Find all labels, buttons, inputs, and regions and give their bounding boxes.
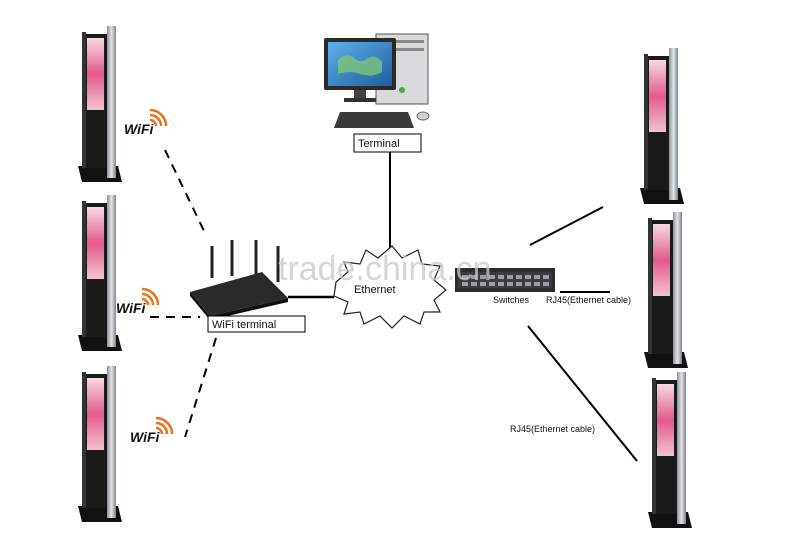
kiosk-left-1 [78,26,122,182]
terminal-label-box [353,133,422,153]
ethernet-label: Ethernet [354,284,396,296]
wifi-badge-2: WiFi [116,287,160,316]
kiosk-left-2 [78,195,122,351]
wifi-terminal-label: WiFi terminal [212,319,276,331]
connection-lines [150,149,638,462]
kiosk-right-3 [648,372,692,528]
switch-link-bottom [527,325,638,462]
ethernet-burst [333,245,447,329]
rj45-label-2: RJ45(Ethernet cable) [510,424,595,434]
rj45-label-1: RJ45(Ethernet cable) [546,295,631,305]
wifi-router-icon [190,240,288,320]
terminal-label: Terminal [358,138,400,150]
kiosk-right-1 [640,48,684,204]
kiosk-right-2 [644,212,688,368]
wifi-badge-text: WiFi [116,300,147,316]
wifi-terminal-label-box [207,315,306,333]
desktop-computer-icon [324,33,430,128]
wifi-badge-1: WiFi [124,108,168,137]
wifi-badge-text: WiFi [130,429,161,445]
wifi-link-1 [164,149,207,236]
wifi-badge-3: WiFi [130,416,174,445]
switches-label: Switches [493,295,530,305]
switch-link-top [529,206,604,246]
kiosk-left-3 [78,366,122,522]
wifi-link-3 [184,337,217,438]
wifi-badge-text: WiFi [124,121,155,137]
network-switch-icon [455,268,555,292]
watermark-text: trade.china.cn [278,250,492,288]
